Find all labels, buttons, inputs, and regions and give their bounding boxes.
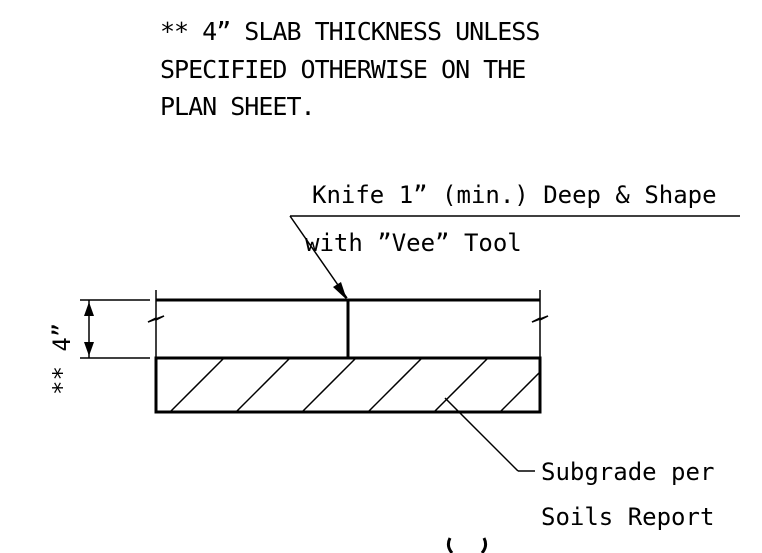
cropped-title-marks [446, 537, 488, 553]
dimension-value: ** 4” [48, 323, 76, 395]
dimension-arrow-bottom [84, 342, 94, 356]
note-line-3: PLAN SHEET. [160, 92, 315, 121]
subgrade-leader-line [444, 397, 519, 472]
subgrade-callout-line-1: Subgrade per [541, 458, 714, 486]
general-note: ** 4” SLAB THICKNESS UNLESS SPECIFIED OT… [160, 17, 540, 121]
knife-callout-line-1: Knife 1” (min.) Deep & Shape [312, 181, 717, 209]
thickness-dimension: ** 4” [48, 299, 150, 395]
subgrade-hatch [169, 357, 225, 413]
subgrade-hatch [499, 371, 541, 413]
left-break-line [147, 290, 165, 358]
subgrade-callout-line-2: Soils Report [541, 503, 714, 531]
right-break-line [531, 290, 549, 358]
knife-callout: Knife 1” (min.) Deep & Shape with ”Vee” … [289, 181, 740, 300]
concrete-slab [147, 290, 549, 360]
subgrade-outline [154, 356, 542, 414]
subgrade-hatch [367, 357, 423, 413]
cropped-paren-right [480, 537, 488, 553]
dimension-arrow-top [84, 302, 94, 316]
cropped-paren-left [446, 537, 454, 553]
subgrade-callout: Subgrade per Soils Report [444, 397, 714, 531]
subgrade-hatch [433, 357, 489, 413]
knife-callout-line-2: with ”Vee” Tool [305, 229, 522, 257]
subgrade-layer [154, 356, 542, 414]
subgrade-hatch [235, 357, 291, 413]
subgrade-hatch [301, 357, 357, 413]
note-line-2: SPECIFIED OTHERWISE ON THE [160, 55, 525, 84]
note-line-1: ** 4” SLAB THICKNESS UNLESS [160, 17, 539, 46]
knife-leader-arrowhead [333, 282, 347, 300]
